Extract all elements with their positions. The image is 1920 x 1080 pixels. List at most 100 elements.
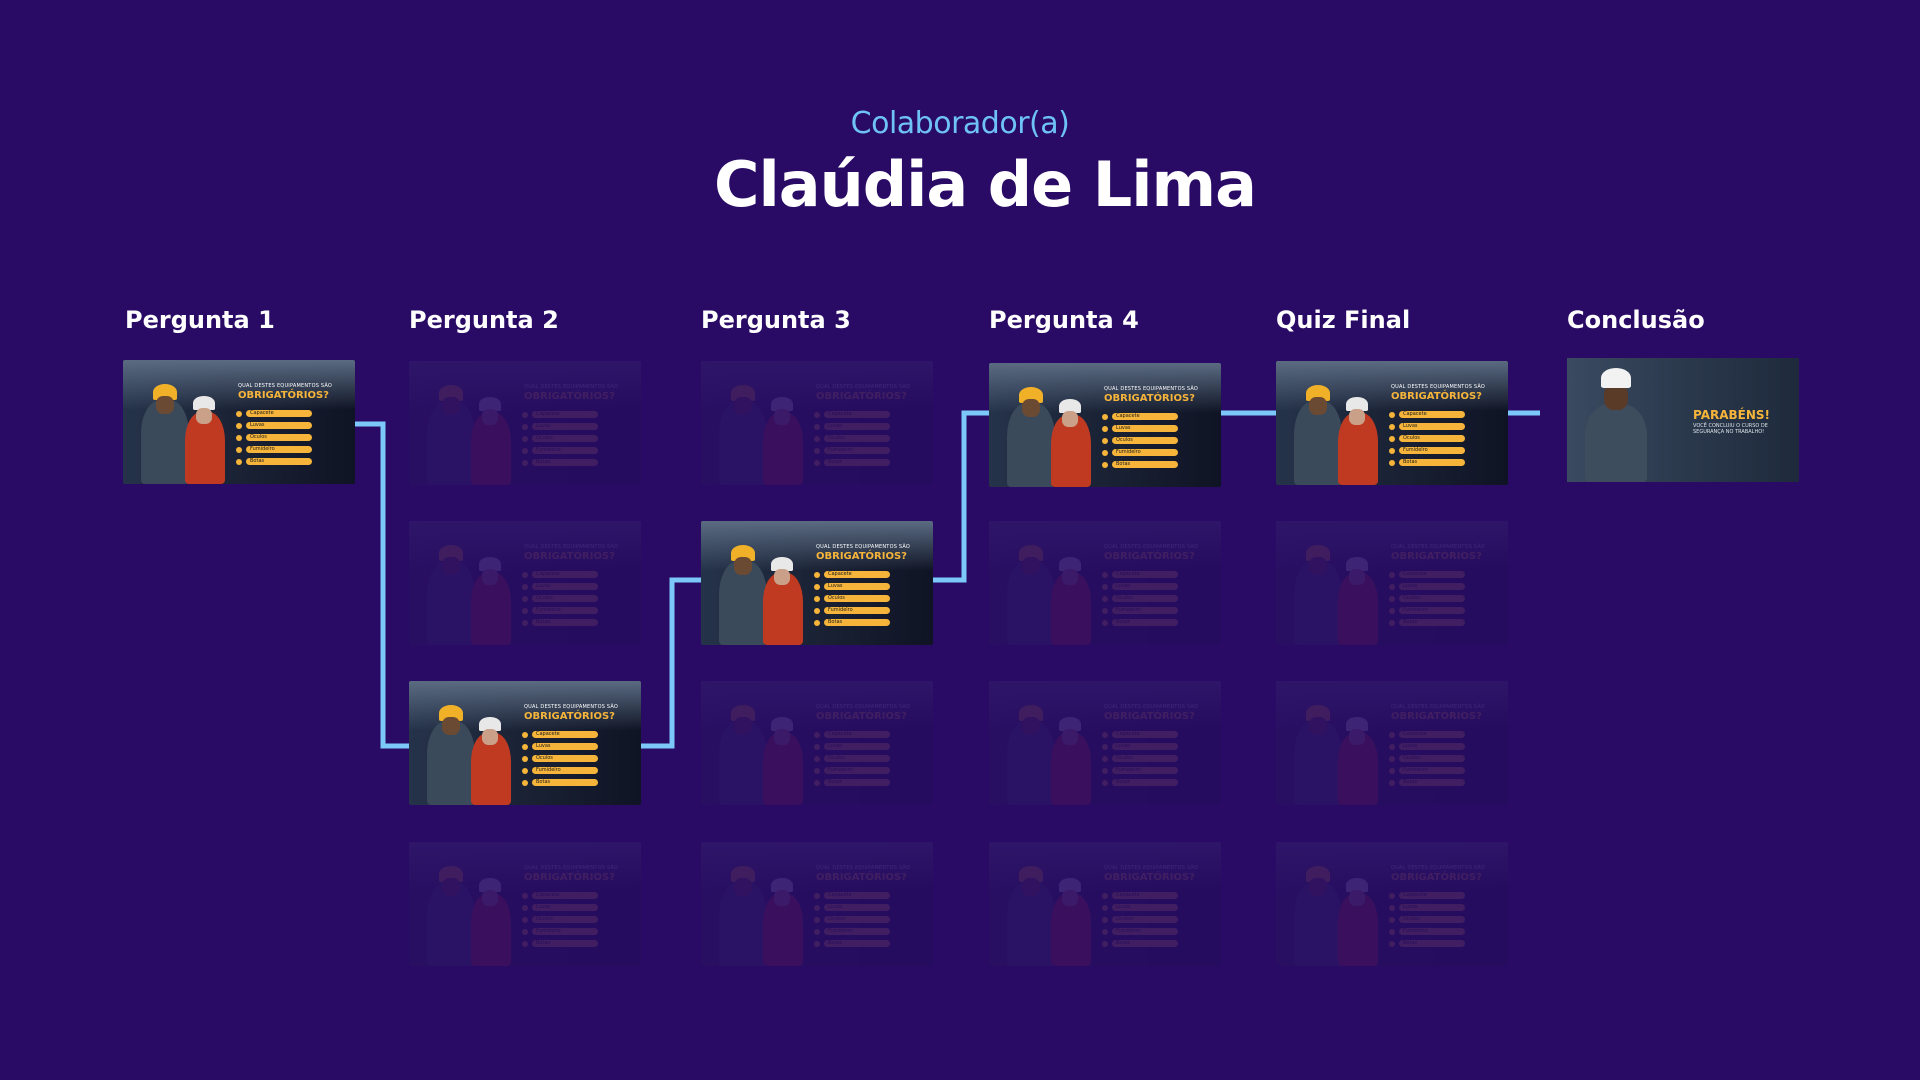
option-label: Luvas xyxy=(250,422,265,428)
answer-option: Fumidelro xyxy=(1102,449,1178,457)
option-bullet-icon xyxy=(522,756,528,762)
worker-face xyxy=(1349,890,1365,906)
answer-option: Fumidelro xyxy=(1102,607,1178,615)
option-bar xyxy=(824,583,890,590)
option-label: Luvas xyxy=(536,743,551,749)
option-label: Capacete xyxy=(1116,892,1140,898)
question-text-small: QUAL DESTES EQUIPAMENTOS SÃO xyxy=(1104,544,1198,550)
quiz-slide-thumbnail[interactable]: QUAL DESTES EQUIPAMENTOS SÃO OBRIGATÓRIO… xyxy=(1276,681,1508,805)
option-label: Fumidelro xyxy=(828,767,853,773)
hard-hat-icon xyxy=(1306,545,1330,561)
answer-option: Capacete xyxy=(814,411,890,419)
worker-face xyxy=(1349,569,1365,585)
column-header-pergunta-4: Pergunta 4 xyxy=(989,306,1139,334)
conclusion-slide-thumbnail[interactable]: PARABÉNS! VOCÊ CONCLUIU O CURSO DE SEGUR… xyxy=(1567,358,1799,482)
option-bar xyxy=(824,904,890,911)
quiz-slide-thumbnail[interactable]: QUAL DESTES EQUIPAMENTOS SÃO OBRIGATÓRIO… xyxy=(1276,842,1508,966)
worker-figure xyxy=(719,401,767,485)
hard-hat-icon xyxy=(479,878,501,892)
option-bullet-icon xyxy=(1389,572,1395,578)
question-text-large: OBRIGATÓRIOS? xyxy=(1391,711,1482,722)
question-text-large: OBRIGATÓRIOS? xyxy=(1391,551,1482,562)
option-bullet-icon xyxy=(1102,426,1108,432)
option-bullet-icon xyxy=(1389,412,1395,418)
answer-option: Fumidelro xyxy=(1389,767,1465,775)
option-bullet-icon xyxy=(522,905,528,911)
answer-option: Botas xyxy=(522,619,598,627)
option-bullet-icon xyxy=(522,596,528,602)
quiz-slide-thumbnail[interactable]: QUAL DESTES EQUIPAMENTOS SÃO OBRIGATÓRIO… xyxy=(409,842,641,966)
worker-face xyxy=(734,878,752,896)
option-label: Óculos xyxy=(536,755,553,761)
option-label: Óculos xyxy=(1403,435,1420,441)
option-label: Botas xyxy=(1403,940,1418,946)
option-bullet-icon xyxy=(814,424,820,430)
quiz-slide-thumbnail[interactable]: QUAL DESTES EQUIPAMENTOS SÃO OBRIGATÓRIO… xyxy=(409,361,641,485)
hard-hat-icon xyxy=(479,557,501,571)
quiz-slide-thumbnail[interactable]: QUAL DESTES EQUIPAMENTOS SÃO OBRIGATÓRIO… xyxy=(701,681,933,805)
option-bar xyxy=(1112,595,1178,602)
worker-figure xyxy=(1007,882,1055,966)
answer-option: Óculos xyxy=(1102,437,1178,445)
quiz-slide-thumbnail-selected[interactable]: QUAL DESTES EQUIPAMENTOS SÃO OBRIGATÓRIO… xyxy=(989,363,1221,487)
option-bullet-icon xyxy=(1389,780,1395,786)
worker-figure xyxy=(763,733,803,805)
option-label: Luvas xyxy=(1116,904,1131,910)
option-bullet-icon xyxy=(522,412,528,418)
worker-figure xyxy=(719,882,767,966)
option-bar xyxy=(1399,447,1465,454)
option-bullet-icon xyxy=(814,620,820,626)
option-bar xyxy=(532,607,598,614)
factory-background xyxy=(701,361,933,411)
answer-option: Óculos xyxy=(522,435,598,443)
option-bullet-icon xyxy=(814,584,820,590)
quiz-slide-thumbnail[interactable]: QUAL DESTES EQUIPAMENTOS SÃO OBRIGATÓRIO… xyxy=(701,842,933,966)
option-label: Luvas xyxy=(828,423,843,429)
option-bullet-icon xyxy=(1389,448,1395,454)
option-bar xyxy=(532,892,598,899)
answer-option: Capacete xyxy=(1389,892,1465,900)
quiz-slide-thumbnail[interactable]: QUAL DESTES EQUIPAMENTOS SÃO OBRIGATÓRIO… xyxy=(989,521,1221,645)
option-bar xyxy=(1112,731,1178,738)
answer-option: Fumidelro xyxy=(1389,607,1465,615)
option-label: Fumidelro xyxy=(1116,767,1141,773)
option-bullet-icon xyxy=(522,929,528,935)
quiz-slide-thumbnail-selected[interactable]: QUAL DESTES EQUIPAMENTOS SÃO OBRIGATÓRIO… xyxy=(701,521,933,645)
quiz-slide-thumbnail-selected[interactable]: QUAL DESTES EQUIPAMENTOS SÃO OBRIGATÓRIO… xyxy=(409,681,641,805)
option-bullet-icon xyxy=(1389,436,1395,442)
hard-hat-icon xyxy=(1059,399,1081,413)
worker-face xyxy=(1022,878,1040,896)
quiz-slide-thumbnail[interactable]: QUAL DESTES EQUIPAMENTOS SÃO OBRIGATÓRIO… xyxy=(701,361,933,485)
quiz-slide-thumbnail[interactable]: QUAL DESTES EQUIPAMENTOS SÃO OBRIGATÓRIO… xyxy=(1276,521,1508,645)
option-bar xyxy=(1399,928,1465,935)
option-label: Capacete xyxy=(828,731,852,737)
option-bullet-icon xyxy=(1102,450,1108,456)
option-bar xyxy=(824,447,890,454)
option-label: Capacete xyxy=(1116,571,1140,577)
worker-face xyxy=(1309,557,1327,575)
option-label: Luvas xyxy=(1116,425,1131,431)
quiz-slide-thumbnail-selected[interactable]: QUAL DESTES EQUIPAMENTOS SÃO OBRIGATÓRIO… xyxy=(123,360,355,484)
answer-option: Fumidelro xyxy=(236,446,312,454)
option-label: Óculos xyxy=(1116,755,1133,761)
option-label: Óculos xyxy=(250,434,267,440)
answer-option: Capacete xyxy=(236,410,312,418)
quiz-slide-thumbnail[interactable]: QUAL DESTES EQUIPAMENTOS SÃO OBRIGATÓRIO… xyxy=(409,521,641,645)
option-bullet-icon xyxy=(522,893,528,899)
option-label: Luvas xyxy=(536,904,551,910)
question-text-small: QUAL DESTES EQUIPAMENTOS SÃO xyxy=(1104,704,1198,710)
quiz-slide-thumbnail[interactable]: QUAL DESTES EQUIPAMENTOS SÃO OBRIGATÓRIO… xyxy=(989,681,1221,805)
hard-hat-icon xyxy=(1346,557,1368,571)
worker-figure xyxy=(1051,894,1091,966)
quiz-slide-thumbnail-selected[interactable]: QUAL DESTES EQUIPAMENTOS SÃO OBRIGATÓRIO… xyxy=(1276,361,1508,485)
option-bullet-icon xyxy=(1102,414,1108,420)
option-label: Fumidelro xyxy=(828,447,853,453)
option-bar xyxy=(1399,571,1465,578)
answer-option: Capacete xyxy=(1102,413,1178,421)
option-bar xyxy=(1112,619,1178,626)
conclusion-title: PARABÉNS! xyxy=(1693,408,1771,422)
option-bullet-icon xyxy=(1102,917,1108,923)
worker-face xyxy=(482,569,498,585)
option-label: Luvas xyxy=(536,583,551,589)
quiz-slide-thumbnail[interactable]: QUAL DESTES EQUIPAMENTOS SÃO OBRIGATÓRIO… xyxy=(989,842,1221,966)
